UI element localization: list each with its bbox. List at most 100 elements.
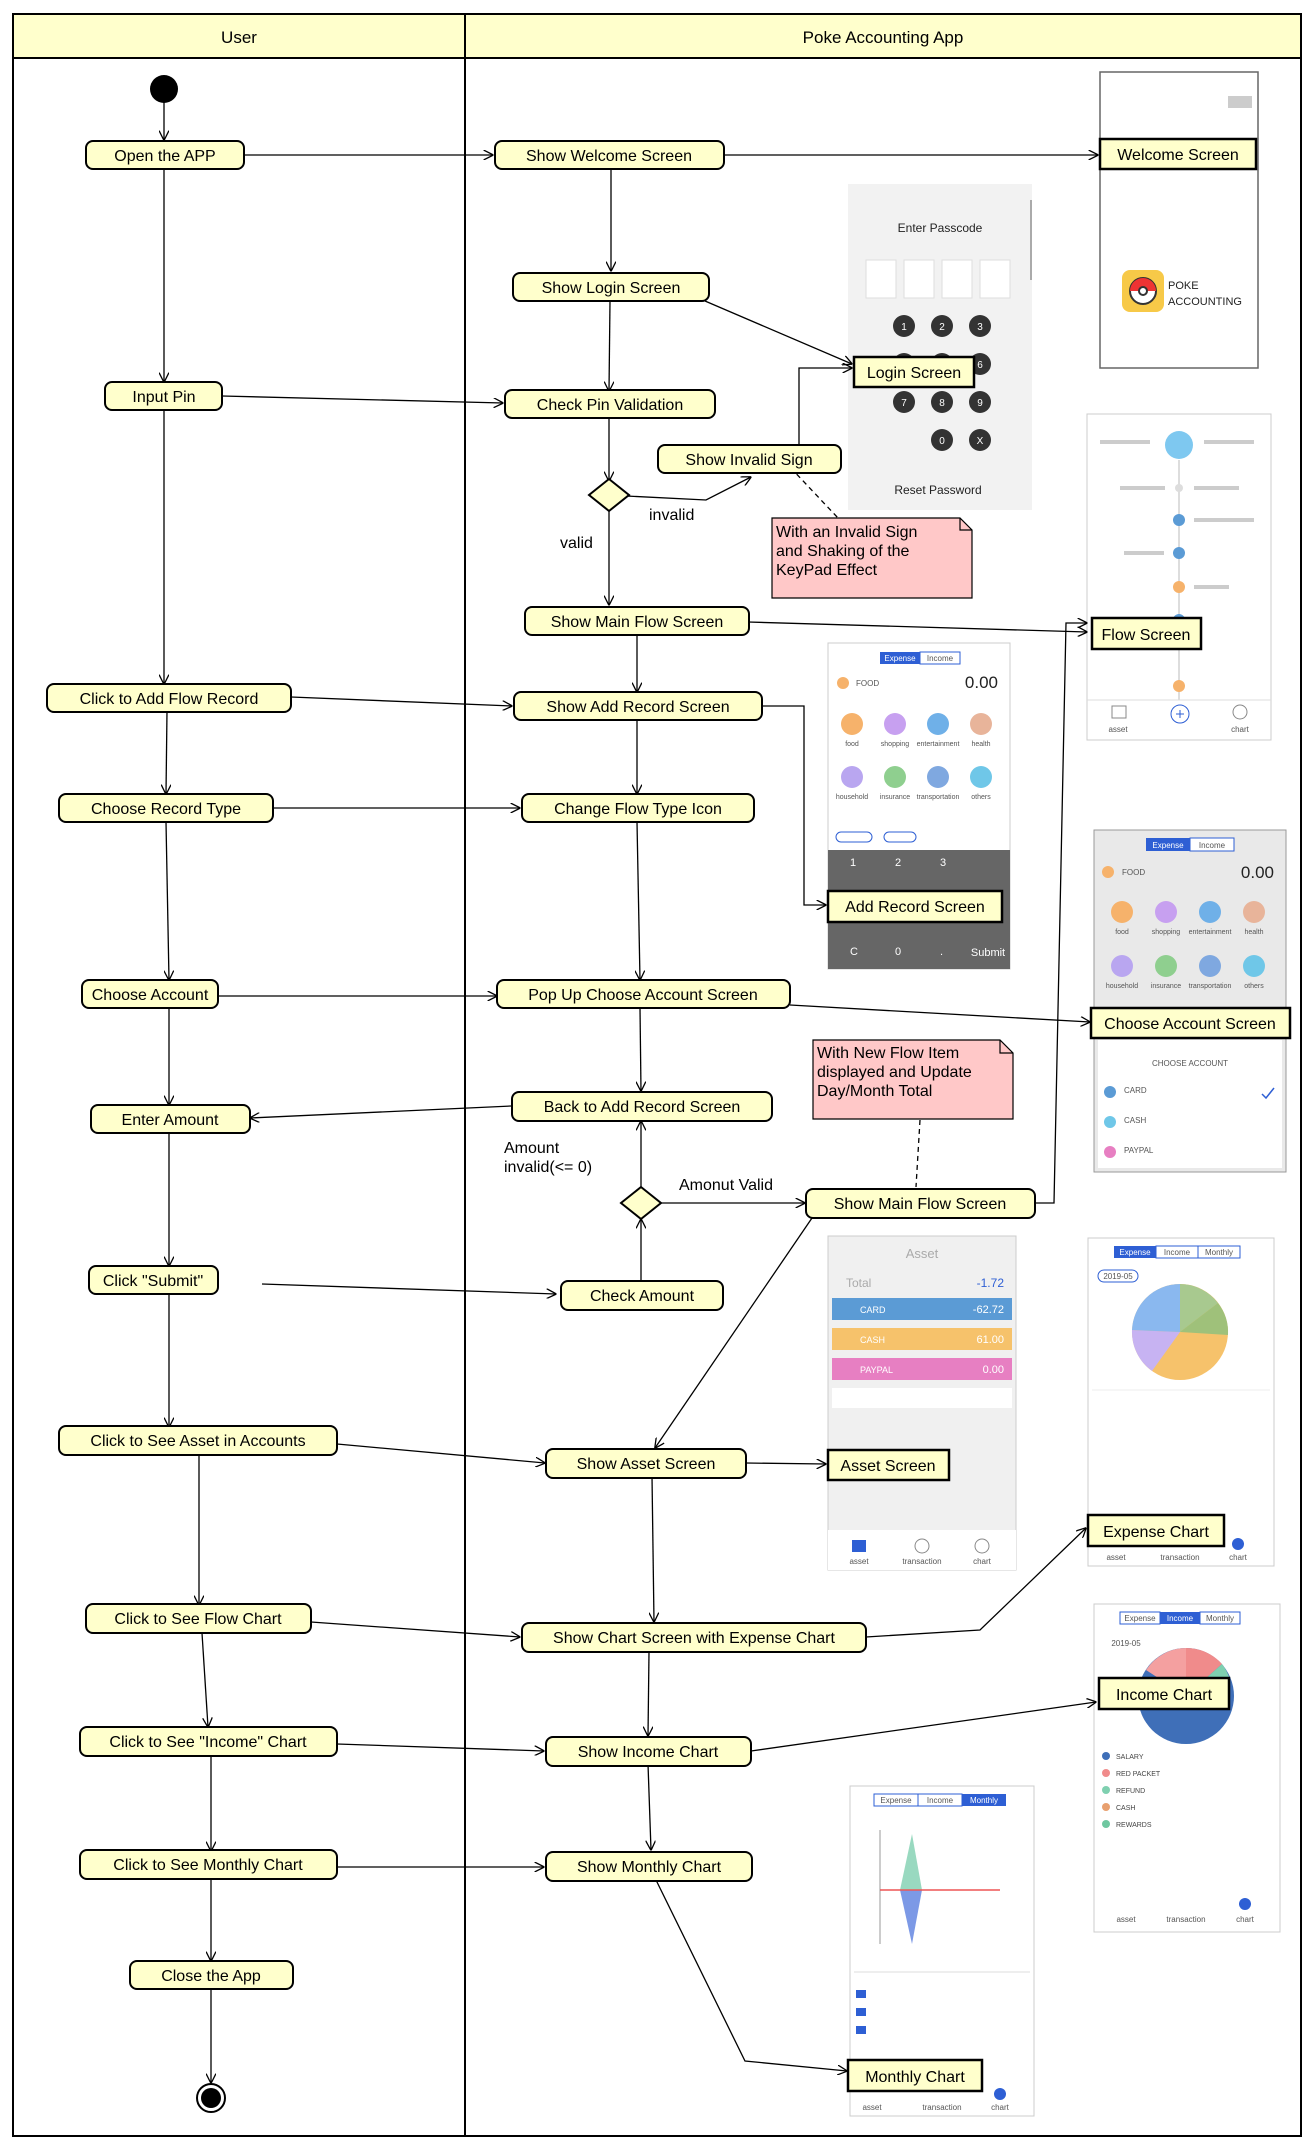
flow-tab-chart: chart [1231, 725, 1250, 734]
asset-paypal-value: 0.00 [983, 1364, 1004, 1376]
acct-cash: CASH [1124, 1116, 1146, 1125]
node-input-pin-label: Input Pin [132, 389, 195, 406]
note-invalid-line-1: With an Invalid Sign [776, 524, 917, 541]
node-popup-account-label: Pop Up Choose Account Screen [528, 987, 757, 1004]
category-icon [1155, 955, 1177, 977]
inc-tab-monthly: Monthly [1206, 1614, 1234, 1623]
category-label: others [1244, 983, 1264, 990]
guard-valid: valid [560, 535, 593, 552]
asset-card-value: -62.72 [973, 1304, 1004, 1316]
add-amount: 0.00 [965, 673, 998, 692]
label-choose-account-screen-text: Choose Account Screen [1104, 1016, 1276, 1033]
income-row-label: REWARDS [1116, 1822, 1152, 1829]
label-income-chart [1097, 1676, 1231, 1711]
keypad-key: 2 [931, 315, 953, 337]
guard-invalid: invalid [649, 507, 694, 524]
category-label: entertainment [917, 741, 960, 748]
choose-account-title: CHOOSE ACCOUNT [1152, 1059, 1228, 1068]
keypad-key: 0 [931, 429, 953, 451]
node-show-asset-label: Show Asset Screen [577, 1456, 716, 1473]
node-check-pin [504, 389, 716, 419]
inc-month: 2019-05 [1111, 1639, 1141, 1648]
category-label: household [1106, 983, 1138, 990]
label-monthly-chart [846, 2058, 984, 2093]
keypad-key: 8 [931, 391, 953, 413]
asset-total-label: Total [846, 1276, 871, 1290]
income-row-label: REFUND [1116, 1788, 1145, 1795]
mon-tab-expense: Expense [880, 1796, 912, 1805]
label-login-screen [852, 355, 976, 389]
welcome-brand-2: ACCOUNTING [1168, 296, 1242, 308]
user-lane-title: User [221, 28, 257, 47]
node-show-main-flow-2-label: Show Main Flow Screen [834, 1196, 1007, 1213]
node-show-income-chart [545, 1736, 752, 1767]
label-monthly-chart-text: Monthly Chart [865, 2069, 965, 2086]
category-label: insurance [1151, 983, 1181, 990]
node-show-main-flow-label: Show Main Flow Screen [551, 614, 724, 631]
svg-text:3: 3 [940, 857, 946, 869]
node-check-pin-label: Check Pin Validation [537, 397, 683, 414]
exp-tab-income: Income [1164, 1248, 1191, 1257]
add-income-tab: Income [927, 654, 954, 663]
keypad-key: X [969, 429, 991, 451]
category-label: entertainment [1189, 929, 1232, 936]
mon-tab-income: Income [927, 1796, 954, 1805]
category-icon [1243, 901, 1265, 923]
node-see-monthly-chart-label: Click to See Monthly Chart [113, 1857, 303, 1874]
node-click-submit [88, 1265, 219, 1295]
node-show-asset [545, 1448, 747, 1479]
label-flow-screen [1090, 616, 1203, 651]
category-label: insurance [880, 794, 910, 801]
node-see-monthly-chart [79, 1849, 338, 1880]
app-lane-header [464, 13, 1302, 59]
svg-text:0: 0 [895, 946, 901, 958]
node-close-app [129, 1960, 294, 1990]
category-icon [884, 766, 906, 788]
acct-income-tab: Income [1199, 841, 1226, 850]
category-icon [1199, 901, 1221, 923]
category-icon [841, 766, 863, 788]
node-open-app [85, 140, 245, 170]
asset-card: CARD [860, 1305, 886, 1315]
category-label: transportation [917, 794, 960, 801]
mon-tab-asset: asset [862, 2103, 882, 2112]
note-invalid-line-3: KeyPad Effect [776, 562, 878, 579]
keypad-key-label: 3 [977, 322, 983, 333]
exp-tab-expense: Expense [1119, 1248, 1151, 1257]
note-flow-line-3: Day/Month Total [817, 1083, 932, 1100]
keypad-key-label: 9 [977, 398, 983, 409]
label-income-chart-text: Income Chart [1116, 1687, 1213, 1704]
label-expense-chart-text: Expense Chart [1103, 1524, 1209, 1541]
node-show-welcome [494, 140, 725, 170]
label-welcome-screen [1098, 137, 1258, 171]
category-icon [884, 713, 906, 735]
exp-tab-transaction: transaction [1160, 1553, 1199, 1562]
node-back-add-record [511, 1091, 773, 1122]
app-lane-title: Poke Accounting App [803, 28, 964, 47]
node-show-chart-expense-label: Show Chart Screen with Expense Chart [553, 1630, 835, 1647]
inc-tab-income: Income [1167, 1614, 1194, 1623]
node-choose-account-label: Choose Account [92, 987, 209, 1004]
node-see-asset [58, 1425, 338, 1456]
inc-tab-chart: chart [1236, 1915, 1255, 1924]
keypad-key-label: 6 [977, 360, 983, 371]
svg-text:C: C [850, 946, 858, 958]
node-enter-amount [90, 1104, 251, 1134]
svg-text:.: . [940, 946, 943, 958]
mon-tab-chart: chart [991, 2103, 1010, 2112]
flow-screenshot: asset chart [1086, 413, 1272, 741]
income-row-icon [1102, 1803, 1110, 1811]
keypad-key-label: 1 [901, 322, 907, 333]
exp-tab-asset: asset [1106, 1553, 1126, 1562]
category-label: shopping [1152, 929, 1181, 936]
app-actions: Show Welcome Screen Show Login Screen Ch… [494, 140, 1036, 1882]
inc-tab-transaction: transaction [1166, 1915, 1205, 1924]
category-icon [841, 713, 863, 735]
category-icon [927, 766, 949, 788]
asset-tab-chart: chart [973, 1557, 992, 1566]
income-row-icon [1102, 1786, 1110, 1794]
category-label: others [971, 794, 991, 801]
